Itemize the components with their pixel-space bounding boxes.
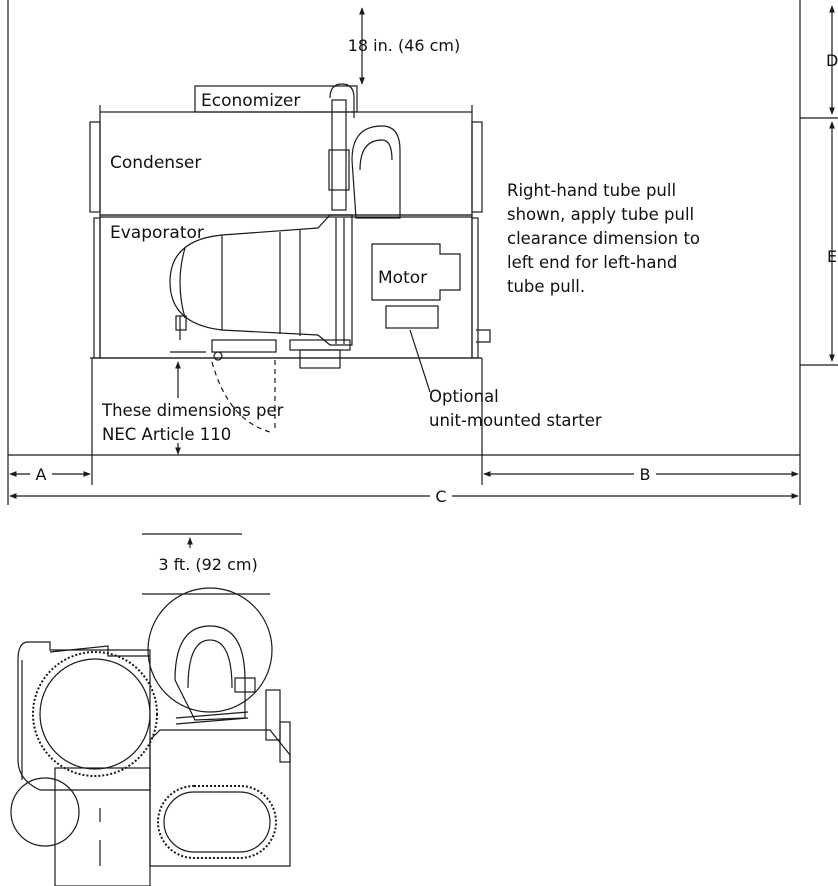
compressor-volute (351, 125, 401, 219)
nec-note-line-2: NEC Article 110 (102, 425, 231, 444)
panel-door-swing (211, 361, 271, 433)
end-view-lower-shell (10, 777, 80, 847)
compressor-body (221, 214, 353, 346)
motor-label: Motor (378, 268, 427, 288)
chiller-unit (89, 83, 491, 485)
condenser-label: Condenser (110, 153, 201, 173)
condenser-end-plate-right (471, 121, 483, 213)
nec-note-line-1: These dimensions per (101, 401, 284, 420)
end-view-shell-left (17, 641, 151, 791)
economizer-pipe-bend (329, 83, 355, 118)
tube-pull-note-line-2: shown, apply tube pull (507, 205, 694, 224)
starter-note-line-2: unit-mounted starter (429, 411, 602, 430)
end-view-volute (147, 587, 273, 713)
economizer-label: Economizer (201, 91, 300, 111)
end-clearance-label: 3 ft. (92 cm) (158, 555, 257, 574)
tube-pull-note-line-4: left end for left-hand (507, 253, 677, 272)
bottom-dimensions (7, 455, 801, 505)
top-clearance-label: 18 in. (46 cm) (348, 36, 461, 55)
dimension-e-label: E (827, 247, 837, 266)
end-view-starter (54, 767, 151, 886)
end-view-motor (149, 729, 291, 867)
starter-note-line-1: Optional (429, 387, 499, 406)
tube-pull-note-line-5: tube pull. (507, 277, 585, 296)
dimension-b-label: B (640, 465, 651, 484)
condenser-end-plate (89, 121, 101, 213)
clearance-envelope (7, 0, 838, 456)
starter-box (385, 305, 439, 329)
motor-housing (371, 243, 461, 301)
starter-leader (409, 329, 431, 393)
tube-pull-note-line-3: clearance dimension to (507, 229, 700, 248)
economizer-pipe (331, 99, 347, 211)
dimension-c-label: C (435, 487, 446, 506)
tube-pull-note-line-1: Right-hand tube pull (507, 181, 676, 200)
dimension-a-label: A (36, 465, 47, 484)
dimension-d-label: D (826, 51, 838, 70)
evaporator-label: Evaporator (110, 223, 204, 243)
end-view (10, 533, 291, 886)
